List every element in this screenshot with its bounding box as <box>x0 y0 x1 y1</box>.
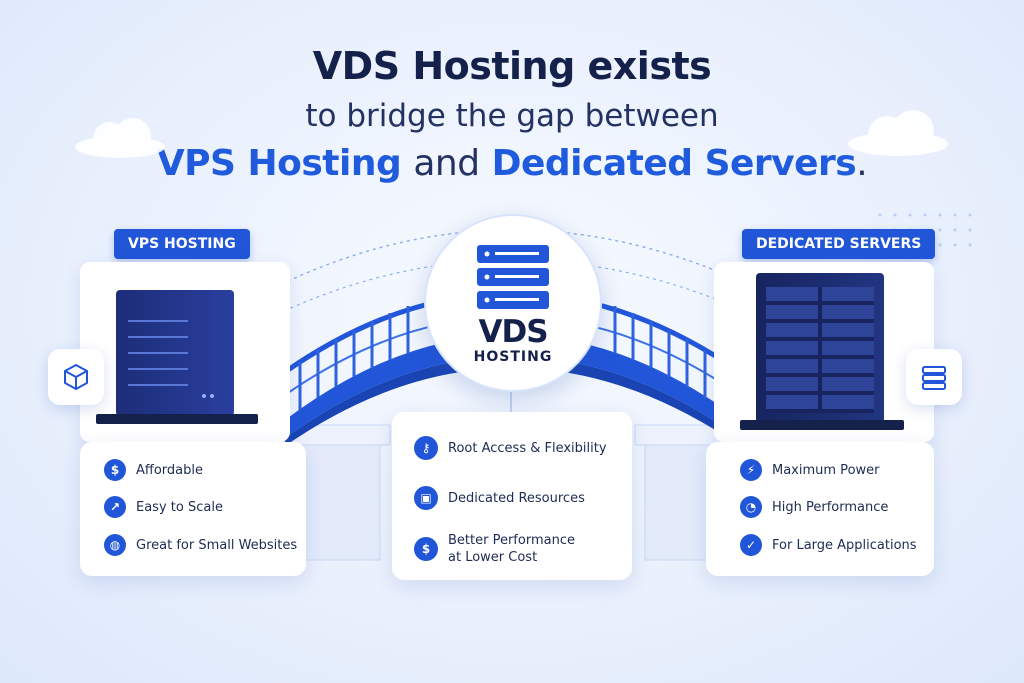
title-vps: VPS Hosting <box>156 143 402 184</box>
server-rack-icon <box>906 349 962 405</box>
vps-hosting-tag: VPS HOSTING <box>114 229 250 259</box>
vds-feature-3-line1: Better Performance <box>448 533 575 548</box>
vds-feature-better-performance: $ Better Performance at Lower Cost <box>414 532 575 566</box>
bolt-icon: ⚡ <box>740 459 762 481</box>
vps-server-icon <box>116 290 234 416</box>
key-icon: ⚷ <box>414 436 438 460</box>
title-line-3: VPS Hosting and Dedicated Servers. <box>0 143 1024 184</box>
vps-server-base <box>96 414 258 424</box>
vds-feature-dedicated-resources: ▣ Dedicated Resources <box>414 486 585 510</box>
vds-feature-root-access: ⚷ Root Access & Flexibility <box>414 436 607 460</box>
server-stack-icon <box>477 245 549 309</box>
title-line-2: to bridge the gap between <box>305 98 719 134</box>
globe-icon: ◍ <box>104 534 126 556</box>
dedicated-servers-tag: DEDICATED SERVERS <box>742 229 936 259</box>
dedicated-feature-large-applications: ✓ For Large Applications <box>740 534 917 556</box>
vds-subtitle: HOSTING <box>473 349 553 365</box>
vps-feature-scale: ↗ Easy to Scale <box>104 496 223 518</box>
title-period: . <box>856 143 868 184</box>
title-and: and <box>413 143 480 184</box>
dedicated-server-icon <box>756 273 884 423</box>
vds-feature-3-line2: at Lower Cost <box>448 550 538 565</box>
gauge-icon: ◔ <box>740 496 762 518</box>
vds-title: VDS <box>478 314 548 350</box>
vds-hosting-badge: VDS HOSTING <box>424 214 602 392</box>
vps-feature-small-websites: ◍ Great for Small Websites <box>104 534 297 556</box>
cloud-right-decoration <box>848 110 948 156</box>
dollar-icon: $ <box>104 459 126 481</box>
dollar-icon: $ <box>414 537 438 561</box>
title-line-1: VDS Hosting exists <box>312 44 712 88</box>
cloud-left-decoration <box>75 118 165 158</box>
vps-feature-affordable: $ Affordable <box>104 459 203 481</box>
dedicated-feature-high-performance: ◔ High Performance <box>740 496 888 518</box>
title-dedicated: Dedicated Servers <box>491 143 857 184</box>
dedicated-server-base <box>740 420 904 430</box>
shield-icon: ✓ <box>740 534 762 556</box>
cube-icon <box>48 349 104 405</box>
dedicated-feature-max-power: ⚡ Maximum Power <box>740 459 880 481</box>
cpu-icon: ▣ <box>414 486 438 510</box>
trend-up-icon: ↗ <box>104 496 126 518</box>
